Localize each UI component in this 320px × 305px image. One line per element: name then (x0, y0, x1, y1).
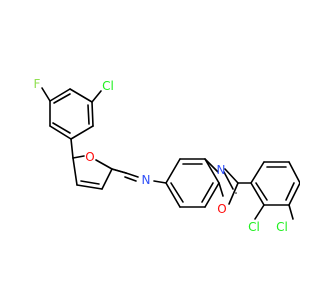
molecule-structure: F Cl O N N O Cl Cl (34, 77, 301, 234)
chlorine-atom-top: Cl (102, 79, 114, 93)
furan-oxygen-atom: O (85, 150, 94, 164)
imine-nitrogen-atom: N (142, 173, 151, 187)
chlorine-atom-right: Cl (276, 220, 288, 234)
chlorine-atom-left: Cl (248, 220, 260, 234)
oxazole-oxygen-atom: O (217, 202, 226, 216)
atom-labels: F Cl O N N O Cl Cl (34, 77, 288, 234)
fluorine-atom: F (34, 77, 41, 91)
molecule-canvas: F Cl O N N O Cl Cl (34, 77, 301, 234)
bond-lines (41, 87, 301, 220)
oxazole-nitrogen-atom: N (217, 163, 226, 177)
